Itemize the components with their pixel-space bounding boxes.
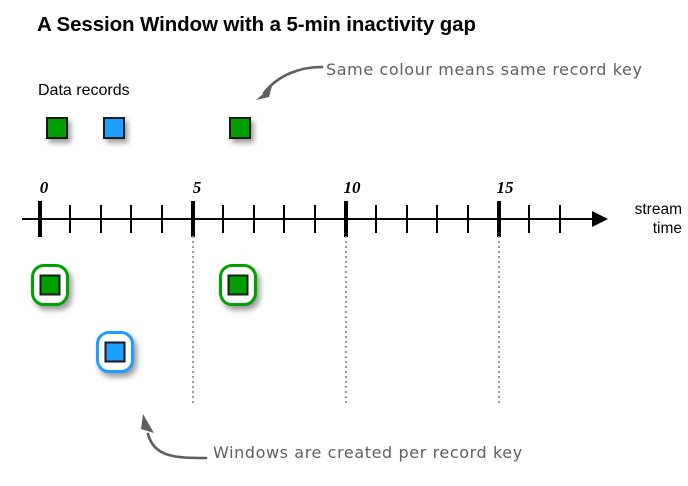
axis-tick-minor-12: [406, 205, 408, 233]
annotation-bottom-text: Windows are created per record key: [213, 443, 523, 462]
axis-title-line-1: stream: [634, 201, 682, 218]
axis-tick-minor-11: [375, 205, 377, 233]
axis-tick-major-15: [497, 201, 501, 237]
axis-tick-label-10: 10: [343, 178, 361, 197]
axis-tick-minor-6: [222, 205, 224, 233]
session-window-green-2: [219, 264, 257, 306]
window-record-square-green-1: [39, 274, 61, 296]
timeline-axis: [22, 218, 600, 220]
data-records-label: Data records: [38, 82, 130, 99]
data-record-square-green-1: [46, 117, 68, 139]
axis-tick-minor-17: [559, 205, 561, 233]
axis-tick-major-0: [38, 201, 42, 237]
drop-line-5: [192, 236, 194, 404]
window-record-square-blue-1: [104, 341, 126, 363]
timeline-arrow-head: [592, 211, 608, 227]
axis-tick-major-5: [191, 201, 195, 237]
axis-tick-minor-7: [253, 205, 255, 233]
axis-tick-minor-13: [436, 205, 438, 233]
axis-tick-minor-14: [467, 205, 469, 233]
data-record-square-blue-1: [103, 117, 125, 139]
axis-tick-minor-3: [130, 205, 132, 233]
axis-tick-minor-9: [314, 205, 316, 233]
drop-line-10: [345, 236, 347, 404]
annotation-arrow-top: [256, 65, 324, 100]
drop-line-15: [498, 236, 500, 404]
axis-tick-label-15: 15: [496, 178, 514, 197]
axis-tick-minor-4: [161, 205, 163, 233]
window-record-square-green-2: [227, 274, 249, 296]
axis-tick-minor-8: [283, 205, 285, 233]
axis-tick-minor-16: [528, 205, 530, 233]
axis-title-line-2: time: [652, 220, 682, 237]
page-title: A Session Window with a 5-min inactivity…: [37, 13, 476, 36]
session-window-green-1: [31, 264, 69, 306]
annotation-arrow-bottom: [141, 414, 208, 460]
axis-title-stream-time: stream time: [612, 200, 682, 238]
axis-tick-label-0: 0: [39, 178, 49, 197]
data-record-square-green-2: [229, 117, 251, 139]
axis-tick-minor-2: [100, 205, 102, 233]
session-window-blue-1: [96, 331, 134, 373]
annotation-top-text: Same colour means same record key: [326, 60, 643, 79]
axis-tick-label-5: 5: [192, 178, 202, 197]
axis-tick-major-10: [344, 201, 348, 237]
axis-tick-minor-1: [69, 205, 71, 233]
